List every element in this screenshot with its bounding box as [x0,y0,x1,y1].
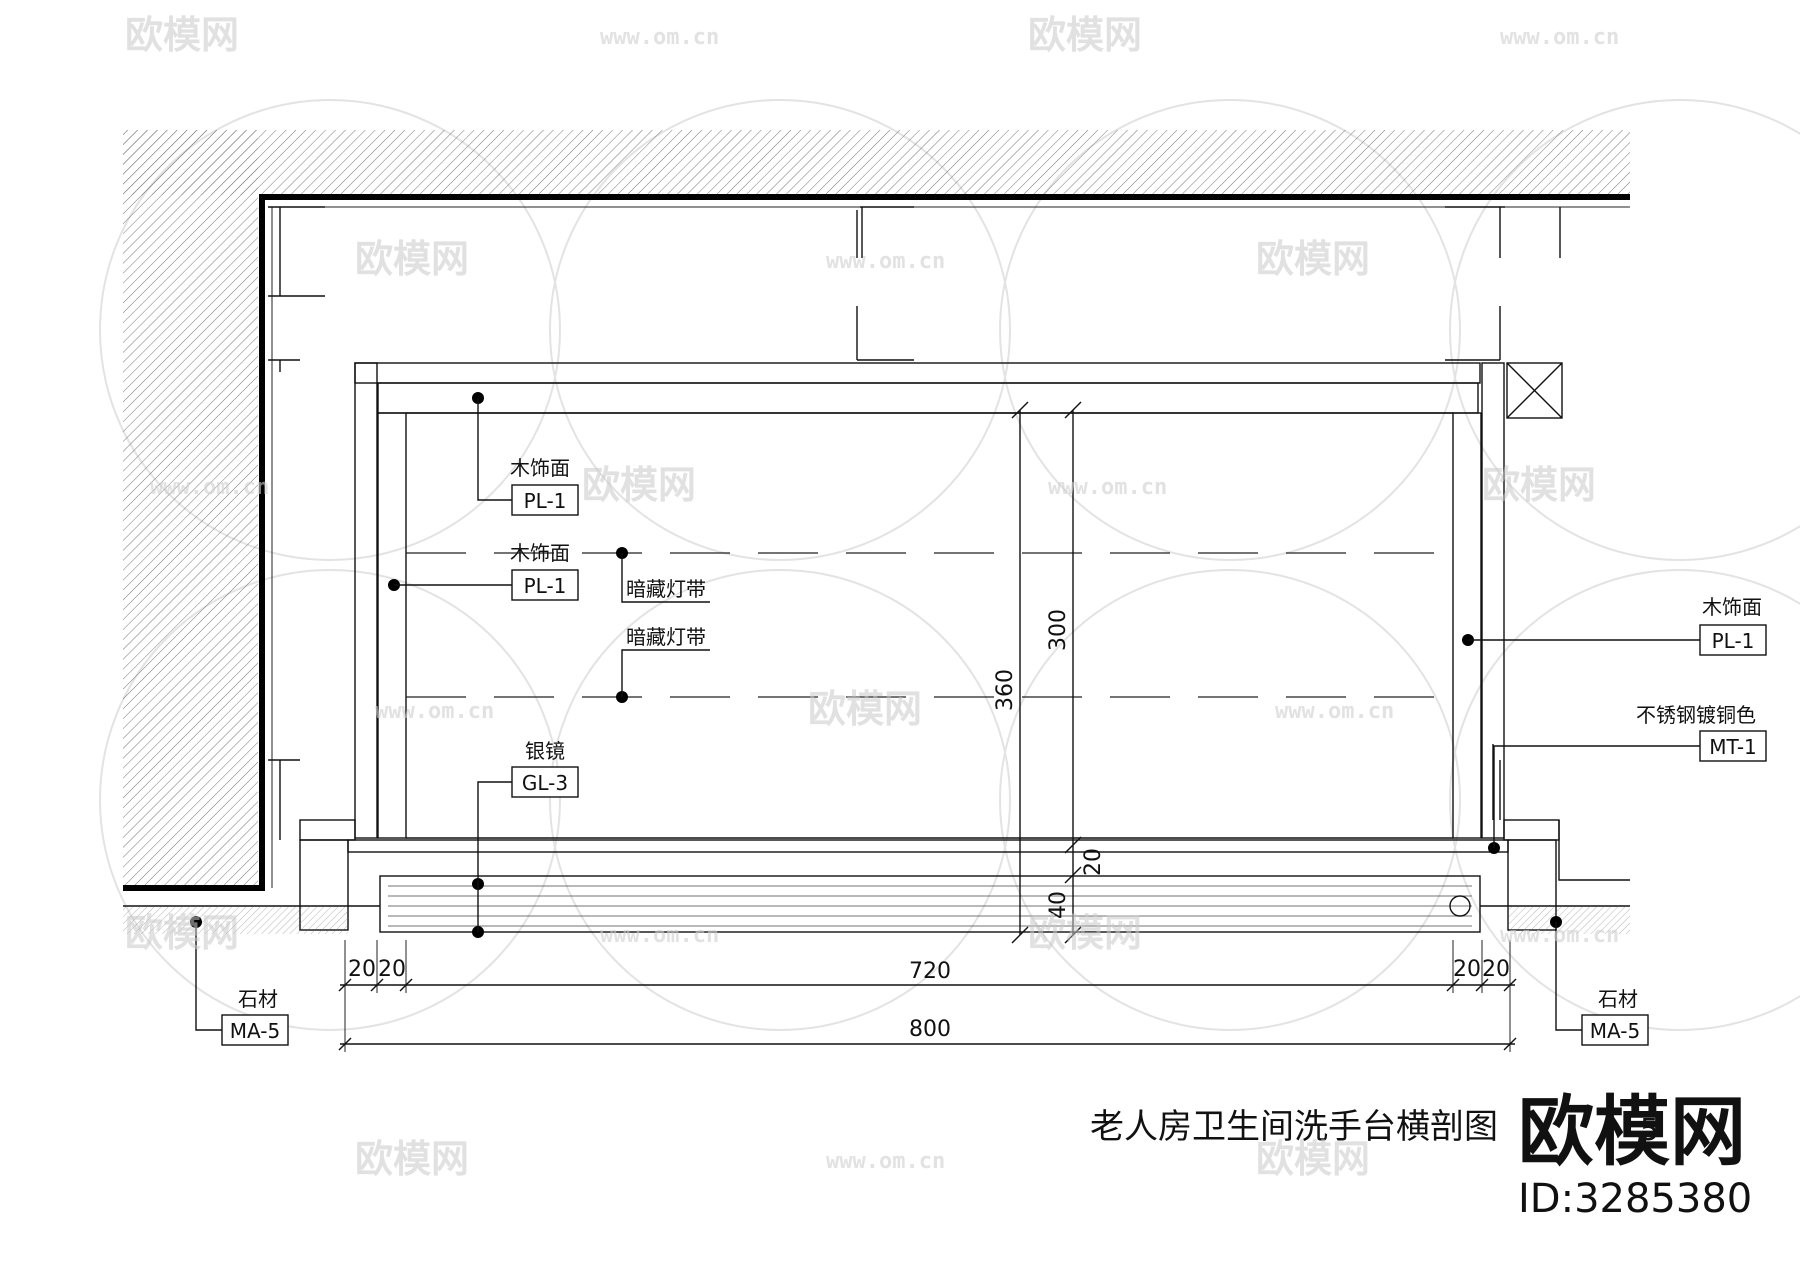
dim-300: 300 [1046,609,1071,651]
brand-badge: 欧模网 ID:3285380 [1518,1087,1752,1222]
callout-stainless-material: 不锈钢镀铜色 [1636,703,1756,727]
callout-light-strip-2: 暗藏灯带 [626,625,706,649]
watermark-url: www.om.cn [600,923,719,948]
callout-right-wood-material: 木饰面 [1702,595,1762,619]
watermark-brand: 欧模网 [1028,13,1142,57]
dim-720: 720 [909,959,951,984]
callout-stone-right-material: 石材 [1598,987,1638,1011]
callout-top-wood: 木饰面 PL-1 [510,456,579,516]
brand-badge-id: ID:3285380 [1518,1176,1752,1222]
watermark-brand: 欧模网 [125,911,239,955]
callout-stainless-code: MT-1 [1709,735,1757,759]
callout-stainless: 不锈钢镀铜色 MT-1 [1636,703,1767,762]
watermark-url: www.om.cn [826,249,945,274]
watermark-brand: 欧模网 [355,237,469,281]
watermark-url: www.om.cn [1275,699,1394,724]
callout-mirror: 银镜 GL-3 [511,739,579,798]
watermark-brand: 欧模网 [1028,911,1142,955]
callout-light-strip-1-material: 暗藏灯带 [626,577,706,601]
callout-right-wood: 木饰面 PL-1 [1699,595,1767,656]
dim-20-vertical: 20 [1081,848,1106,876]
dim-left-20b: 20 [378,957,406,982]
callout-light-strip-1: 暗藏灯带 [626,577,706,601]
drawing-number-partial: 5 [1640,1113,1659,1148]
dim-right-20a: 20 [1453,957,1481,982]
watermark-brand: 欧模网 [808,687,922,731]
watermark-url: www.om.cn [375,699,494,724]
watermark-url: www.om.cn [600,25,719,50]
callout-top-wood-material: 木饰面 [510,456,570,480]
watermark-brand: 欧模网 [582,463,696,507]
callout-mirror-material: 银镜 [525,739,565,763]
watermark-url: www.om.cn [1500,923,1619,948]
callout-light-strip-2-material: 暗藏灯带 [626,625,706,649]
watermark-arcs [99,99,1800,1031]
dim-left-20a: 20 [348,957,376,982]
watermark-grid: 欧模网 www.om.cn 欧模网 www.om.cn 欧模网 www.om.c… [125,13,1619,1181]
dim-800: 800 [909,1017,951,1042]
callout-left-wood-material: 木饰面 [510,541,570,565]
callout-stone-left-material: 石材 [238,987,278,1011]
watermark-url: www.om.cn [826,1149,945,1174]
callout-stone-left: 石材 MA-5 [221,987,289,1046]
watermark-url: www.om.cn [150,475,269,500]
watermark-brand: 欧模网 [355,1137,469,1181]
callout-stone-right: 石材 MA-5 [1581,987,1649,1046]
callout-right-wood-code: PL-1 [1712,629,1755,653]
watermark-brand: 欧模网 [1482,463,1596,507]
wall-section [123,130,1630,891]
cabinet-frame [123,362,1630,934]
brand-badge-name: 欧模网 [1518,1087,1746,1176]
dim-40-vertical: 40 [1046,891,1071,919]
horizontal-dimensions [338,940,1517,1052]
callout-mirror-code: GL-3 [522,771,568,795]
callout-top-wood-code: PL-1 [524,489,567,513]
dim-right-20b: 20 [1482,957,1510,982]
leaders [190,392,1700,1031]
watermark-brand: 欧模网 [1256,237,1370,281]
callout-left-wood: 木饰面 PL-1 [510,541,579,601]
steel-brackets [268,206,1561,840]
vertical-dimensions [1011,401,1082,944]
callout-stone-left-code: MA-5 [230,1019,280,1043]
drawing-title: 老人房卫生间洗手台横剖图 [1090,1107,1498,1147]
watermark-url: www.om.cn [1048,475,1167,500]
dim-360: 360 [993,669,1018,711]
callout-stone-right-code: MA-5 [1590,1019,1640,1043]
callout-left-wood-code: PL-1 [524,574,567,598]
watermark-url: www.om.cn [1500,25,1619,50]
watermark-brand: 欧模网 [1256,1137,1370,1181]
watermark-brand: 欧模网 [125,13,239,57]
